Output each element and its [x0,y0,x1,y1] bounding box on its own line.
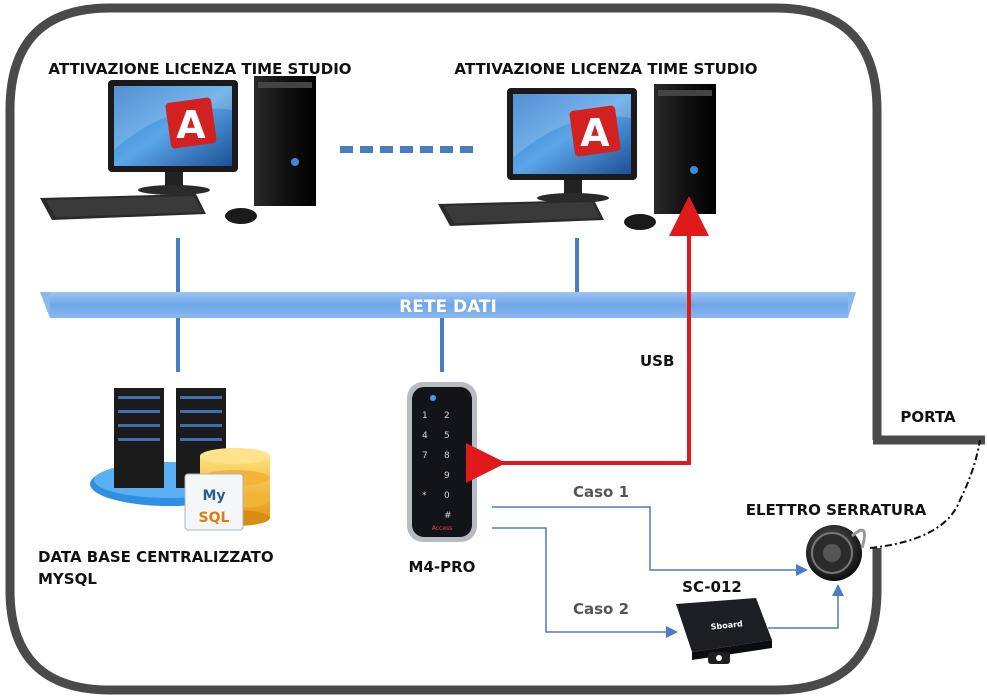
mouse-icon [225,208,257,224]
usb-link [466,196,709,483]
electric-lock-icon [806,525,866,581]
usb-label: USB [640,352,674,370]
pc-right: A [438,84,716,230]
mysql-logo-icon: My SQL [184,473,244,531]
case1-label: Caso 1 [573,483,629,501]
pc-left-label: ATTIVAZIONE LICENZA TIME STUDIO [48,60,351,78]
keypad-keys: 1 2 4 5 7 8 * 0 9 # [422,411,452,521]
database-label-line2: MYSQL [38,570,97,588]
svg-text:8: 8 [444,451,450,461]
svg-text:2: 2 [444,411,450,421]
svg-text:A: A [580,111,610,155]
controller-board: Sboard [676,598,772,664]
controller-label: SC-012 [682,578,742,596]
app-logo-icon: A [165,97,217,149]
svg-text:9: 9 [444,471,450,481]
card-reader-keypad: 1 2 4 5 7 8 * 0 9 # Access [407,382,477,542]
room-boundary [5,3,882,695]
case2-wire [492,527,678,638]
svg-text:5: 5 [444,431,450,441]
controller-to-lock-wire [768,584,844,629]
case2-label: Caso 2 [573,600,629,618]
database-label-line1: DATA BASE CENTRALIZZATO [38,548,274,566]
svg-text:0: 0 [444,491,450,501]
lock-label: ELETTRO SERRATURA [746,501,927,519]
pc-right-label: ATTIVAZIONE LICENZA TIME STUDIO [454,60,757,78]
case1-wire [492,506,808,576]
svg-text:*: * [422,491,427,501]
svg-text:#: # [444,511,452,521]
app-logo-icon: A [569,105,621,157]
more-pcs-dots [340,146,473,153]
svg-text:SQL: SQL [199,510,230,526]
reader-label: M4-PRO [409,558,476,576]
network-label: RETE DATI [399,297,497,317]
reader-brand: Access [432,525,453,532]
controller-brand: Sboard [710,619,743,631]
svg-text:1: 1 [422,411,428,421]
svg-text:4: 4 [422,431,428,441]
pc-left: A [40,76,316,224]
svg-text:A: A [176,103,206,147]
mouse-icon [624,214,656,230]
porta-label: PORTA [900,408,956,426]
svg-text:My: My [202,488,225,504]
door-swing-line [869,439,981,549]
svg-text:7: 7 [422,451,428,461]
